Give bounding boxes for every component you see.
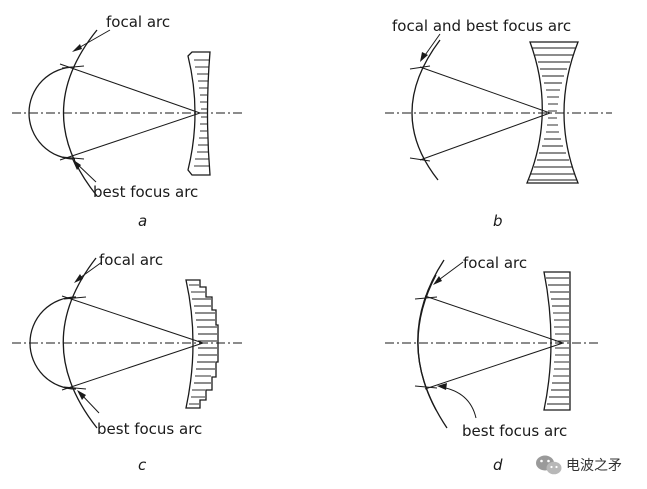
- label-focal-arc: focal arc: [99, 251, 163, 269]
- tick-upper: [414, 296, 438, 300]
- leader-best-focus: [440, 386, 477, 419]
- wechat-icon: [536, 455, 562, 475]
- lens-outline: [526, 41, 579, 184]
- lens-hatching: [546, 277, 569, 405]
- lens-outline: [187, 51, 211, 176]
- label-focal-arc: focal arc: [463, 254, 527, 272]
- focal-arc: [62, 29, 98, 197]
- tick-lower: [63, 386, 87, 390]
- label-focal-arc: focal arc: [106, 13, 170, 31]
- ray-lower: [419, 112, 551, 161]
- arrow-focal: [74, 274, 83, 283]
- arrow-focal-best: [420, 52, 428, 62]
- caption-b: b: [493, 212, 503, 230]
- lens-outline: [543, 271, 571, 411]
- arrow-focal: [72, 44, 82, 52]
- ray-upper: [424, 295, 564, 344]
- ray-lower: [61, 342, 204, 391]
- watermark: 电波之矛: [536, 455, 622, 475]
- ray-lower: [424, 342, 564, 390]
- arrow-best-focus: [72, 159, 81, 170]
- ray-upper: [59, 63, 201, 114]
- panel-a: focal arc best focus arc a: [12, 13, 245, 230]
- label-best-focus-arc: best focus arc: [97, 420, 202, 438]
- label-focal-and-best-focus-arc: focal and best focus arc: [392, 17, 571, 35]
- ray-lower: [59, 112, 201, 161]
- label-best-focus-arc: best focus arc: [462, 422, 567, 440]
- tick-upper: [61, 65, 85, 69]
- panel-c: focal arc best focus arc c: [12, 251, 245, 474]
- lens-hatching: [194, 59, 209, 167]
- label-best-focus-arc: best focus arc: [93, 183, 198, 201]
- tick-upper: [409, 65, 431, 70]
- pupil-arc: [28, 66, 76, 160]
- watermark-text: 电波之矛: [566, 458, 622, 474]
- caption-a: a: [138, 212, 147, 230]
- focal-arc: [411, 39, 441, 181]
- lens-outline: [185, 279, 219, 409]
- ray-upper: [419, 66, 551, 114]
- panel-d: focal arc best focus arc d: [385, 254, 600, 474]
- lens-hatching: [529, 47, 577, 181]
- lens-hatching: [189, 284, 217, 405]
- arrow-best-focus: [77, 390, 86, 400]
- arrow-focal: [433, 276, 442, 285]
- tick-upper: [63, 296, 87, 300]
- best-focus-arc-curve: [417, 274, 437, 411]
- caption-d: d: [493, 456, 503, 474]
- tick-lower: [61, 156, 85, 160]
- tick-lower: [409, 157, 431, 162]
- arrow-best-focus: [437, 383, 447, 390]
- ray-upper: [61, 295, 204, 344]
- tick-lower: [414, 385, 438, 389]
- pupil-arc: [29, 296, 77, 390]
- caption-c: c: [138, 456, 147, 474]
- panel-b: focal and best focus arc b: [385, 17, 612, 230]
